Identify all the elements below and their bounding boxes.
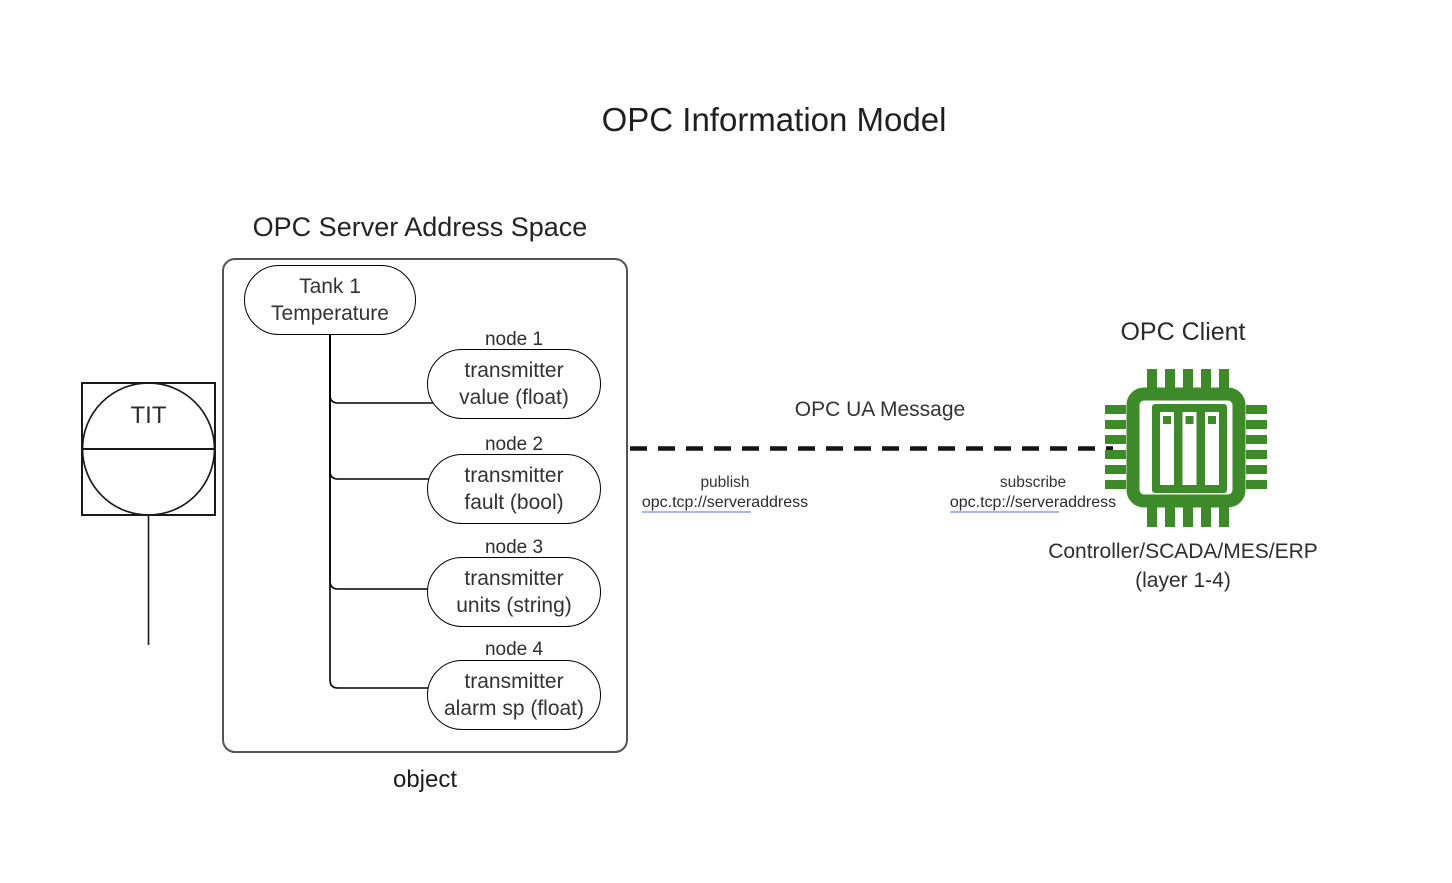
subscribe-address-link[interactable]: opc.tcp://server (949, 494, 1060, 513)
node-2-ellipse: transmitter fault (bool) (427, 454, 601, 524)
instrument-tag-label: TIT (130, 402, 167, 429)
node-1-ellipse: transmitter value (float) (427, 349, 601, 419)
node-4-ellipse: transmitter alarm sp (float) (427, 660, 601, 730)
node-1-label: node 1 (484, 329, 544, 350)
node-3-line1: transmitter (464, 567, 564, 590)
node-4-label: node 4 (484, 639, 544, 660)
publish-address: opc.tcp://serveraddress (625, 492, 825, 513)
node-1-line2: value (float) (459, 386, 569, 409)
publish-address-link[interactable]: opc.tcp://server (641, 494, 752, 513)
client-caption: Controller/SCADA/MES/ERP (layer 1-4) (1023, 537, 1343, 595)
node-4-line1: transmitter (464, 670, 564, 693)
node-2-line2: fault (bool) (464, 491, 564, 514)
node-4-line2: alarm sp (float) (443, 697, 585, 720)
client-caption-line1: Controller/SCADA/MES/ERP (1048, 540, 1318, 563)
subscribe-endpoint: subscribe opc.tcp://serveraddress (933, 473, 1133, 513)
subscribe-action-label: subscribe (999, 474, 1067, 491)
root-node-line2: Temperature (271, 302, 389, 325)
node-2-label: node 2 (484, 434, 544, 455)
publish-endpoint: publish opc.tcp://serveraddress (625, 473, 825, 513)
node-2-line1: transmitter (464, 464, 564, 487)
server-address-space-heading: OPC Server Address Space (252, 212, 588, 242)
publish-action-label: publish (700, 474, 750, 491)
subscribe-address-rest: address (1059, 494, 1117, 511)
node-1-line1: transmitter (464, 359, 564, 382)
page-title: OPC Information Model (601, 101, 947, 138)
node-3-label: node 3 (484, 537, 544, 558)
client-caption-line2: (layer 1-4) (1135, 569, 1231, 592)
root-node-tank-temperature: Tank 1 Temperature (244, 265, 416, 335)
subscribe-address: opc.tcp://serveraddress (933, 492, 1133, 513)
node-3-ellipse: transmitter units (string) (427, 557, 601, 627)
opc-client-heading: OPC Client (1120, 318, 1246, 346)
publish-address-rest: address (751, 494, 809, 511)
chip-icon (1105, 369, 1267, 527)
opc-ua-message-label: OPC UA Message (794, 398, 966, 421)
node-3-line2: units (string) (456, 594, 572, 617)
object-caption: object (392, 766, 458, 793)
server-address-space-box (222, 258, 628, 753)
root-node-line1: Tank 1 (299, 275, 361, 298)
